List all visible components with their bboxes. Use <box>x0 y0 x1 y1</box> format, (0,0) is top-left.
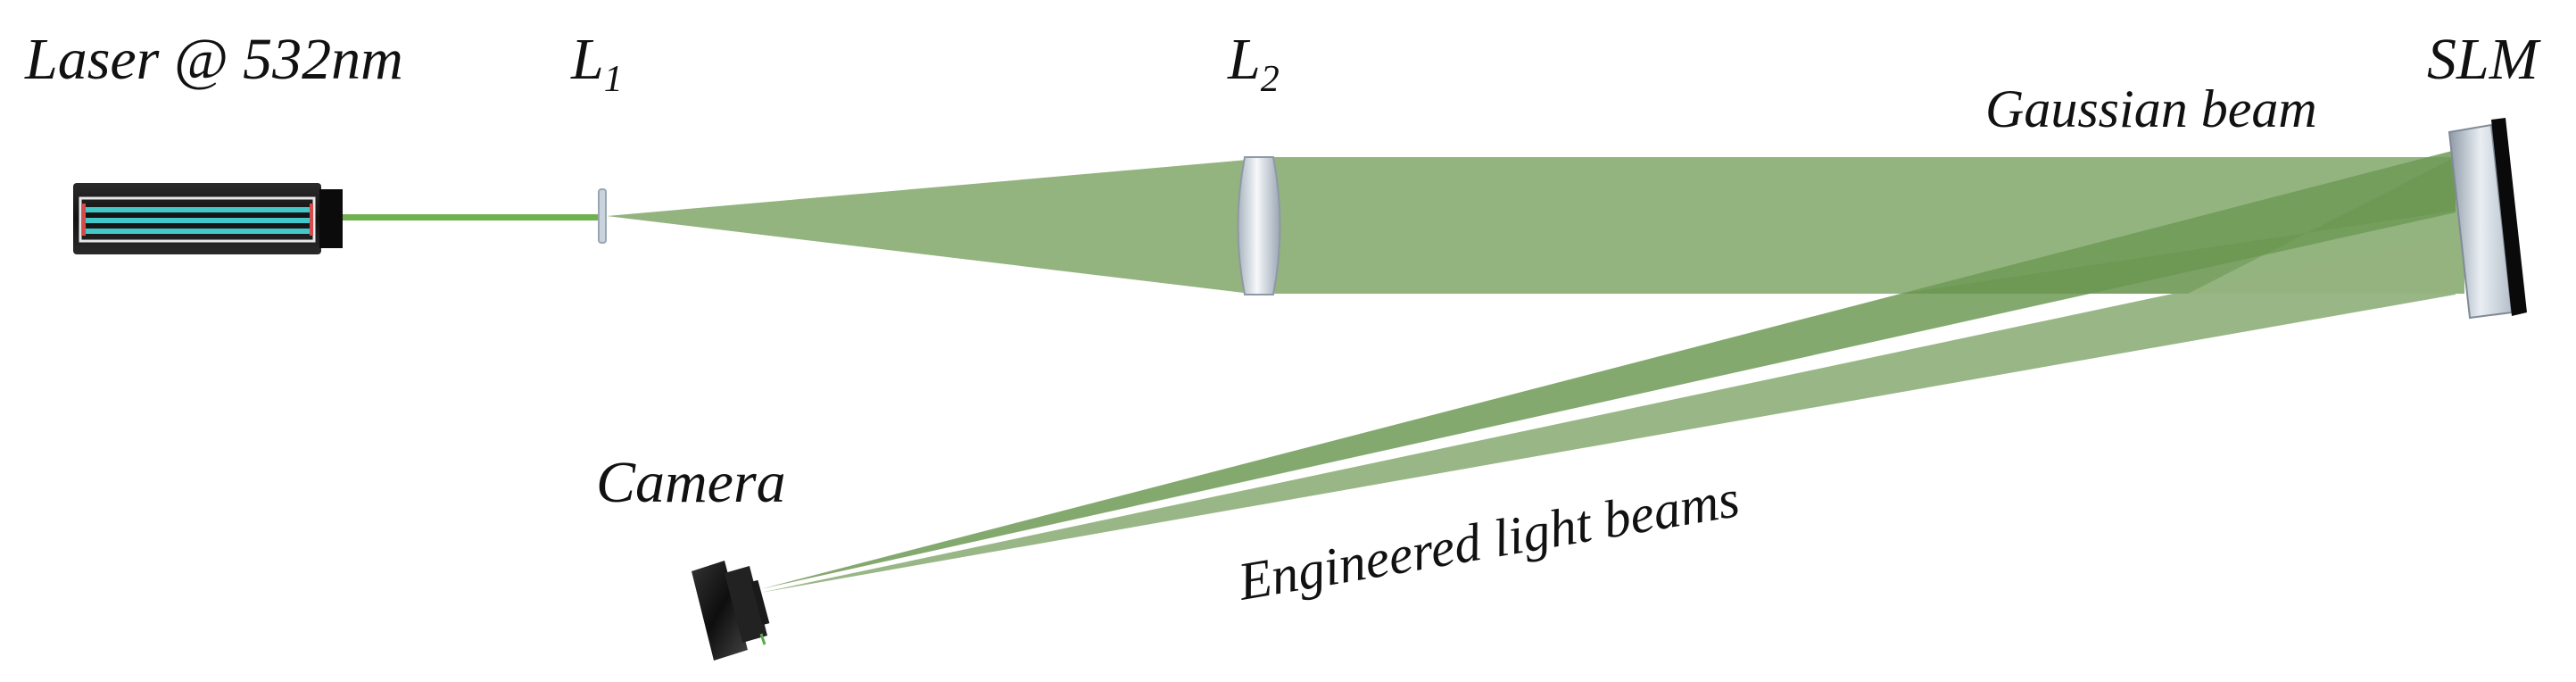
laser-device <box>73 183 343 254</box>
laser-label: Laser @ 532nm <box>24 27 403 92</box>
lens1-label-subscript: 1 <box>604 59 623 100</box>
lens-l2 <box>1237 156 1281 295</box>
engineered-beam-lower <box>760 234 2456 593</box>
lens-l1 <box>598 188 607 244</box>
engineered-beam-upper <box>760 150 2456 589</box>
diverging-beam <box>607 159 1258 295</box>
lens2-label-main: L <box>1227 27 1261 92</box>
lens1-label-main: L <box>570 27 604 92</box>
gaussian-beam-label: Gaussian beam <box>1985 79 2317 138</box>
slm-label: SLM <box>2427 27 2542 92</box>
camera-label: Camera <box>596 450 786 515</box>
lens2-label: L2 <box>1227 27 1280 100</box>
lens1-label: L1 <box>570 27 623 100</box>
slm-device <box>2448 118 2527 320</box>
laser-output-beam <box>343 214 601 220</box>
lens2-label-subscript: 2 <box>1261 59 1280 100</box>
camera-device <box>692 561 770 661</box>
beam-overlap-region <box>1901 157 2456 294</box>
